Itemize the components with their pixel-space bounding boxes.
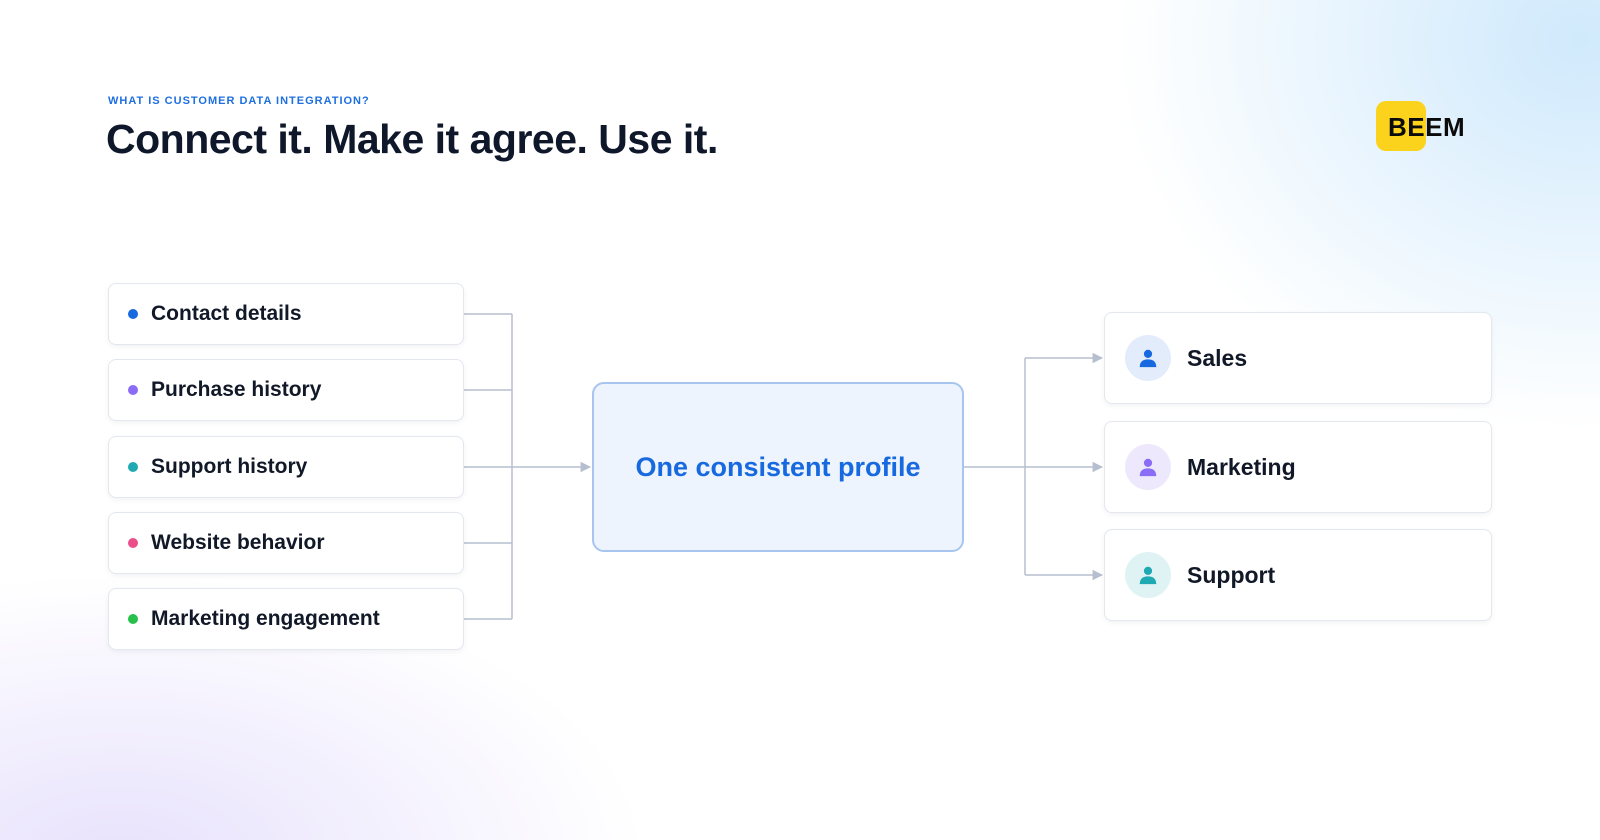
team-card-sales: Sales <box>1104 312 1492 404</box>
team-label: Support <box>1187 561 1276 588</box>
bullet-dot <box>128 538 138 548</box>
page-title: Connect it. Make it agree. Use it. <box>106 116 718 162</box>
eyebrow-label: WHAT IS CUSTOMER DATA INTEGRATION? <box>108 95 370 107</box>
source-card-marketing-engagement: Marketing engagement <box>108 588 464 650</box>
avatar <box>1125 552 1171 598</box>
source-label: Website behavior <box>151 531 325 554</box>
source-card-website-behavior: Website behavior <box>108 512 464 574</box>
source-label: Purchase history <box>151 378 322 401</box>
team-label: Marketing <box>1187 453 1296 480</box>
source-card-support-history: Support history <box>108 436 464 498</box>
bullet-dot <box>128 309 138 319</box>
source-label: Contact details <box>151 302 302 325</box>
logo-wordmark: BEEM <box>1388 112 1466 142</box>
bullet-dot <box>128 462 138 472</box>
source-label: Support history <box>151 455 308 478</box>
logo-mark <box>1376 101 1426 151</box>
source-card-purchase-history: Purchase history <box>108 359 464 421</box>
team-card-marketing: Marketing <box>1104 421 1492 513</box>
source-card-contact-details: Contact details <box>108 283 464 345</box>
user-icon <box>1139 349 1157 368</box>
brand-logo: BEEM <box>1376 101 1496 153</box>
hub-label: One consistent profile <box>635 451 921 482</box>
user-icon <box>1139 458 1157 477</box>
team-card-support: Support <box>1104 529 1492 621</box>
team-label: Sales <box>1187 344 1248 371</box>
avatar <box>1125 444 1171 490</box>
user-icon <box>1139 566 1157 585</box>
bullet-dot <box>128 614 138 624</box>
profile-hub: One consistent profile <box>592 382 964 552</box>
bullet-dot <box>128 385 138 395</box>
avatar <box>1125 335 1171 381</box>
source-label: Marketing engagement <box>151 607 380 630</box>
